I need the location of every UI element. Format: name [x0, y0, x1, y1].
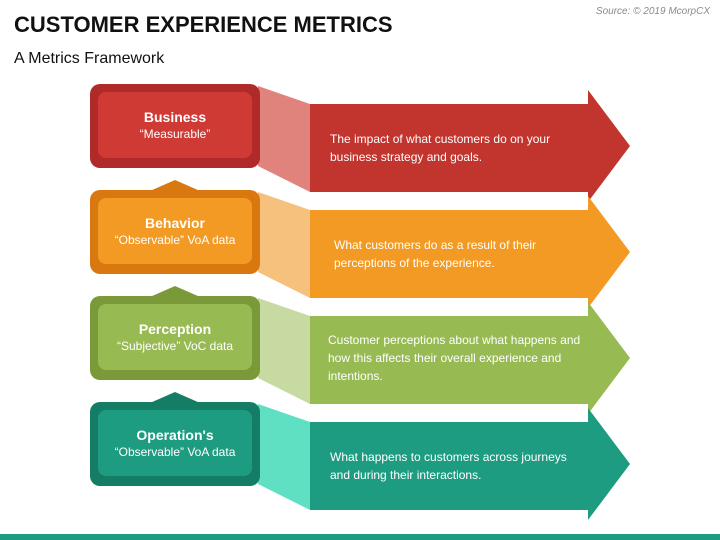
connector-behavior	[258, 192, 310, 298]
description-business: The impact of what customers do on your …	[330, 132, 551, 164]
level-name: Behavior	[145, 215, 205, 231]
source-credit: Source: © 2019 McorpCX	[595, 6, 710, 17]
page-subtitle: A Metrics Framework	[14, 50, 165, 67]
level-label-behavior: Behavior “Observable” VoA data	[100, 199, 250, 263]
description-behavior: What customers do as a result of their p…	[334, 238, 537, 270]
level-tag: “Observable” VoA data	[114, 445, 236, 459]
level-name: Perception	[138, 321, 212, 337]
level-tag: “Observable” VoA data	[114, 233, 236, 247]
level-label-operations: Operation's “Observable” VoA data	[100, 411, 250, 475]
arrow-operations	[310, 408, 630, 520]
level-name: Operation's	[136, 427, 214, 443]
inner-box-perception	[98, 304, 252, 370]
description-operations: What happens to customers across journey…	[330, 450, 567, 482]
page-title: CUSTOMER EXPERIENCE METRICS	[14, 12, 393, 37]
description-perception: Customer perceptions about what happens …	[328, 333, 581, 383]
level-tag: “Subjective” VoC data	[116, 339, 234, 353]
connector-operations	[258, 404, 310, 510]
level-name: Business	[143, 109, 207, 125]
arrow-behavior	[310, 196, 630, 308]
connector-business	[258, 86, 310, 192]
level-tag: “Measurable”	[139, 127, 211, 141]
connector-perception	[258, 298, 310, 404]
arrow-business	[310, 90, 630, 202]
level-operations	[90, 402, 630, 520]
level-behavior	[90, 190, 630, 308]
bottom-accent-bar	[0, 534, 720, 540]
level-label-business: Business “Measurable”	[100, 93, 250, 157]
inner-box-operations	[98, 410, 252, 476]
level-business	[90, 84, 630, 202]
arrow-perception	[310, 302, 630, 414]
inner-box-behavior	[98, 198, 252, 264]
inner-box-business	[98, 92, 252, 158]
level-perception	[90, 296, 630, 414]
level-label-perception: Perception “Subjective” VoC data	[100, 305, 250, 369]
